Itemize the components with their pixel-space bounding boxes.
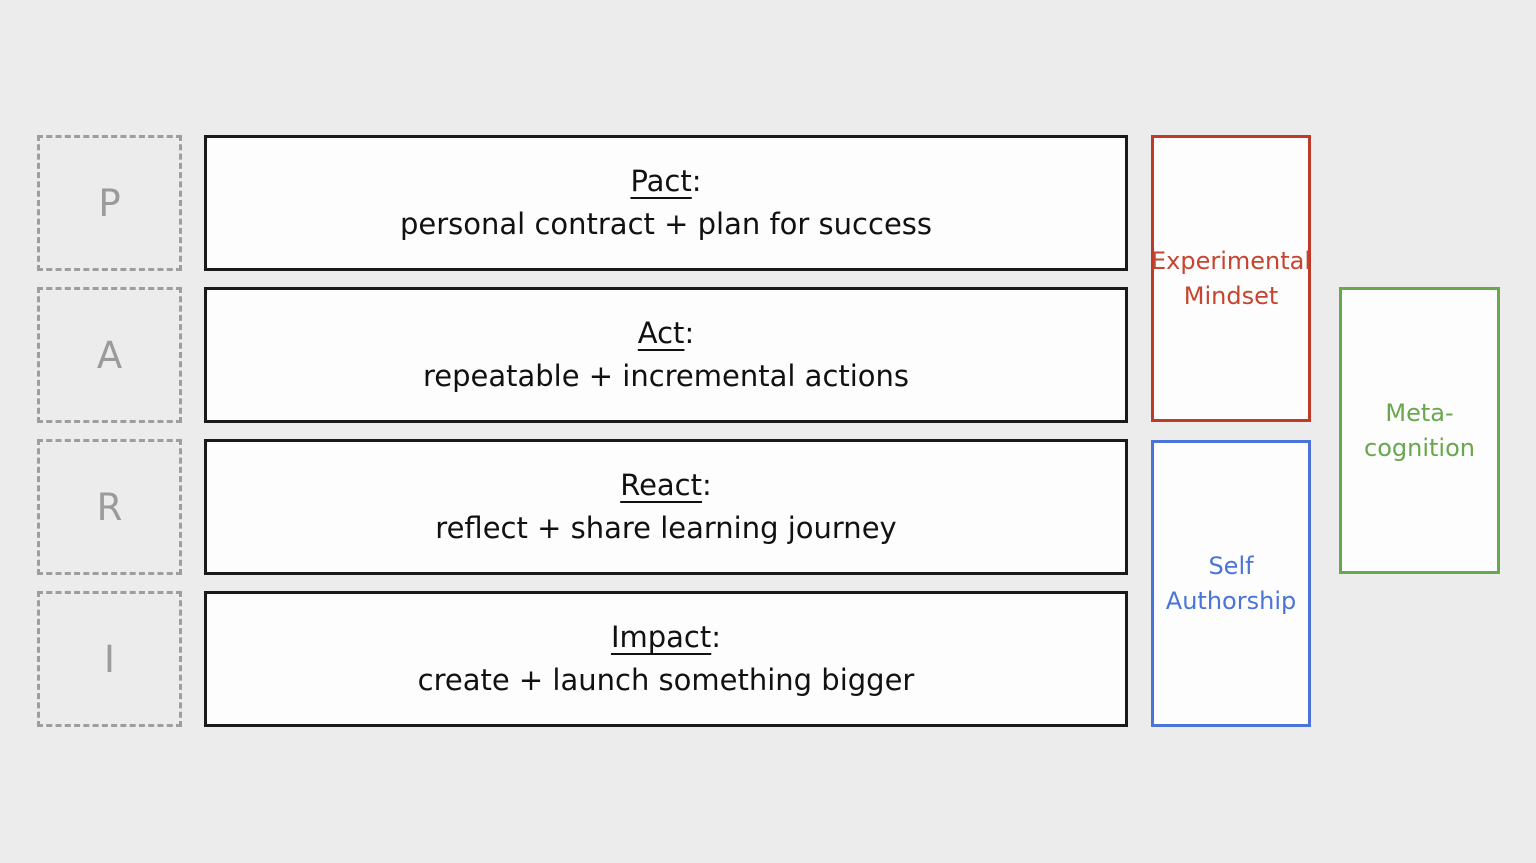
act-description: repeatable + incremental actions [422, 359, 910, 393]
react-description: reflect + share learning journey [435, 511, 897, 545]
act-title-colon: : [684, 316, 695, 351]
self-authorship-box: Self Authorship [1151, 440, 1311, 727]
letter-box-p: P [37, 135, 182, 271]
letter-box-a: A [37, 287, 182, 423]
impact-title-colon: : [711, 620, 722, 655]
act-title-word: Act [637, 316, 685, 351]
impact-description: create + launch something bigger [417, 663, 915, 697]
experimental-mindset-label: Experimental Mindset [1150, 246, 1312, 310]
react-box: React: reflect + share learning journey [204, 439, 1128, 575]
experimental-mindset-box: Experimental Mindset [1151, 135, 1311, 422]
letter-r: R [96, 485, 123, 529]
self-authorship-label: Self Authorship [1165, 551, 1297, 615]
impact-box: Impact: create + launch something bigger [204, 591, 1128, 727]
letter-p: P [98, 181, 121, 225]
meta-cognition-label: Meta-cognition [1364, 398, 1475, 462]
act-title: Act: [638, 316, 694, 351]
react-title-colon: : [702, 468, 712, 503]
act-box: Act: repeatable + incremental actions [204, 287, 1128, 423]
pact-title: Pact: [630, 164, 701, 199]
meta-cognition-box: Meta-cognition [1339, 287, 1500, 574]
pact-title-colon: : [691, 164, 702, 199]
pact-title-word: Pact [630, 164, 692, 199]
react-title: React: [620, 468, 712, 503]
letter-a: A [96, 333, 123, 377]
react-title-word: React [620, 468, 702, 503]
impact-title-word: Impact [610, 620, 712, 655]
letter-box-r: R [37, 439, 182, 575]
letter-i: I [104, 637, 115, 681]
impact-title: Impact: [611, 620, 721, 655]
pact-description: personal contract + plan for success [400, 207, 932, 241]
pact-box: Pact: personal contract + plan for succe… [204, 135, 1128, 271]
letter-box-i: I [37, 591, 182, 727]
